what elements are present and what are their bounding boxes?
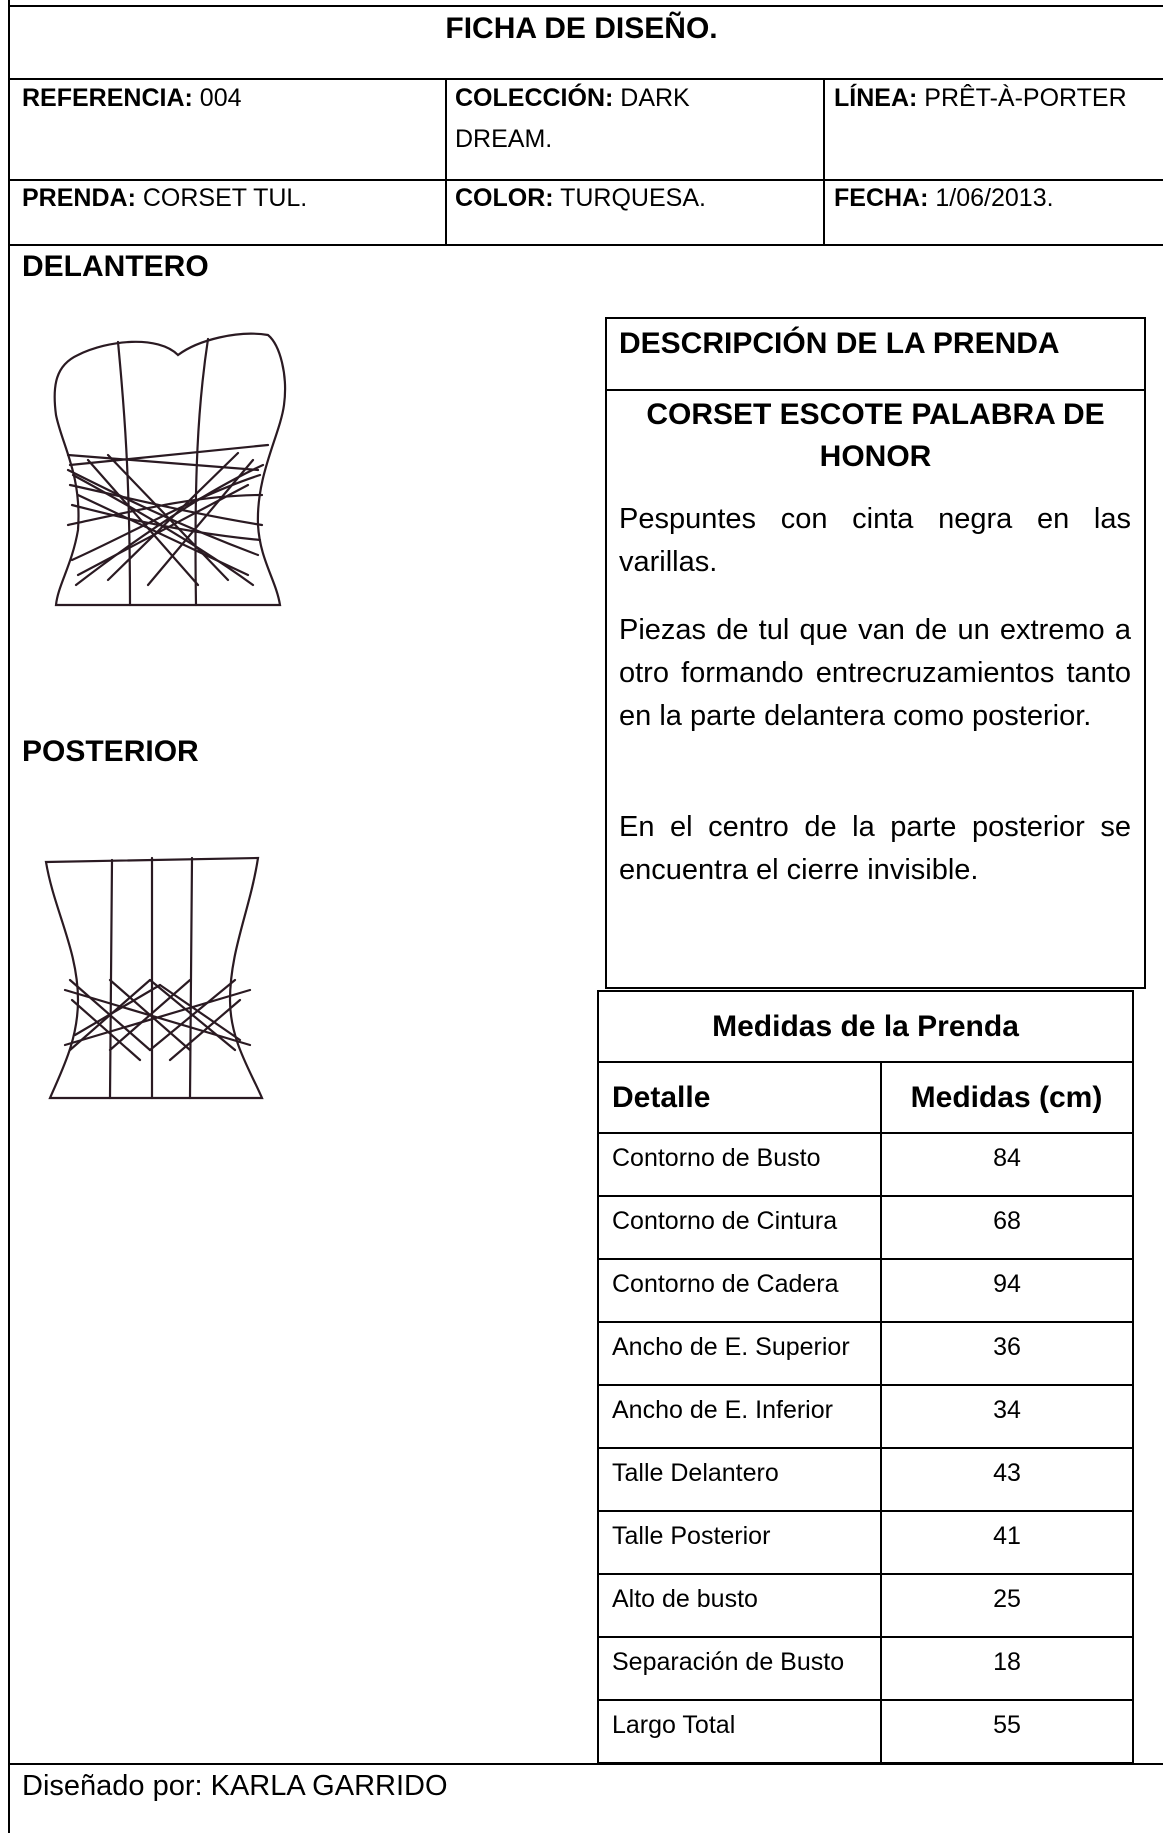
measure-label: Talle Posterior bbox=[597, 1510, 882, 1575]
measure-value: 36 bbox=[880, 1321, 1134, 1386]
fecha-value: 1/06/2013. bbox=[928, 184, 1054, 212]
measure-label: Contorno de Cintura bbox=[597, 1195, 882, 1260]
coleccion-value-1: DARK bbox=[613, 84, 690, 112]
header-col-divider-2 bbox=[823, 78, 825, 246]
fecha-label: FECHA: bbox=[834, 184, 929, 212]
measure-value: 34 bbox=[880, 1384, 1134, 1449]
measure-label: Ancho de E. Inferior bbox=[597, 1384, 882, 1449]
measures-col-detail: Detalle bbox=[597, 1061, 882, 1134]
color-label: COLOR: bbox=[455, 184, 554, 212]
designer-credit: Diseñado por: KARLA GARRIDO bbox=[22, 1770, 448, 1802]
frame-top bbox=[8, 5, 1163, 7]
measure-value: 43 bbox=[880, 1447, 1134, 1512]
measure-value: 68 bbox=[880, 1195, 1134, 1260]
referencia-value: 004 bbox=[192, 84, 242, 112]
header-col-divider-1 bbox=[445, 78, 447, 246]
description-subtitle-2: HONOR bbox=[819, 440, 932, 473]
fecha-cell: FECHA: 1/06/2013. bbox=[834, 178, 1054, 219]
back-section-label: POSTERIOR bbox=[22, 735, 199, 768]
header-divider-1 bbox=[8, 78, 1163, 80]
footer-divider bbox=[8, 1763, 1163, 1765]
measure-value: 41 bbox=[880, 1510, 1134, 1575]
corset-front-sketch-icon bbox=[53, 332, 287, 607]
coleccion-value-2: DREAM. bbox=[455, 125, 553, 153]
measure-label: Contorno de Cadera bbox=[597, 1258, 882, 1323]
description-paragraph-3: En el centro de la parte posterior se en… bbox=[619, 811, 1131, 886]
measure-value: 25 bbox=[880, 1573, 1134, 1638]
linea-value: PRÊT-À-PORTER bbox=[917, 84, 1127, 112]
corset-back-sketch-icon bbox=[44, 856, 264, 1100]
color-cell: COLOR: TURQUESA. bbox=[455, 178, 706, 219]
description-heading-divider bbox=[607, 389, 1144, 391]
color-value: TURQUESA. bbox=[553, 184, 706, 212]
measure-label: Separación de Busto bbox=[597, 1636, 882, 1701]
measures-table: Medidas de la Prenda Detalle Medidas (cm… bbox=[597, 990, 1134, 1764]
measure-value: 55 bbox=[880, 1699, 1134, 1764]
linea-label: LÍNEA: bbox=[834, 84, 918, 112]
frame-left bbox=[8, 0, 10, 1833]
prenda-value: CORSET TUL. bbox=[135, 184, 308, 212]
measure-value: 94 bbox=[880, 1258, 1134, 1323]
measures-col-value: Medidas (cm) bbox=[880, 1061, 1134, 1134]
coleccion-label: COLECCIÓN: bbox=[455, 84, 614, 112]
description-paragraph-1: Pespuntes con cinta negra en las varilla… bbox=[619, 503, 1131, 578]
measure-label: Ancho de E. Superior bbox=[597, 1321, 882, 1386]
header-divider-3 bbox=[8, 244, 1163, 246]
measure-value: 84 bbox=[880, 1132, 1134, 1197]
linea-cell: LÍNEA: PRÊT-À-PORTER bbox=[834, 78, 1127, 119]
front-section-label: DELANTERO bbox=[22, 250, 209, 283]
sheet-title: FICHA DE DISEÑO. bbox=[445, 12, 718, 45]
prenda-label: PRENDA: bbox=[22, 184, 136, 212]
description-heading: DESCRIPCIÓN DE LA PRENDA bbox=[619, 327, 1060, 360]
measures-title: Medidas de la Prenda bbox=[597, 990, 1134, 1063]
referencia-label: REFERENCIA: bbox=[22, 84, 193, 112]
measure-label: Contorno de Busto bbox=[597, 1132, 882, 1197]
referencia-cell: REFERENCIA: 004 bbox=[22, 78, 242, 119]
description-box: DESCRIPCIÓN DE LA PRENDA CORSET ESCOTE P… bbox=[605, 317, 1146, 989]
measure-value: 18 bbox=[880, 1636, 1134, 1701]
measure-label: Talle Delantero bbox=[597, 1447, 882, 1512]
description-paragraph-2: Piezas de tul que van de un extremo a ot… bbox=[619, 614, 1131, 732]
description-subtitle-1: CORSET ESCOTE PALABRA DE bbox=[646, 398, 1105, 431]
coleccion-cell: COLECCIÓN: DARK DREAM. bbox=[455, 78, 690, 160]
measure-label: Alto de busto bbox=[597, 1573, 882, 1638]
prenda-cell: PRENDA: CORSET TUL. bbox=[22, 178, 307, 219]
measure-label: Largo Total bbox=[597, 1699, 882, 1764]
header-divider-2 bbox=[8, 179, 1163, 181]
